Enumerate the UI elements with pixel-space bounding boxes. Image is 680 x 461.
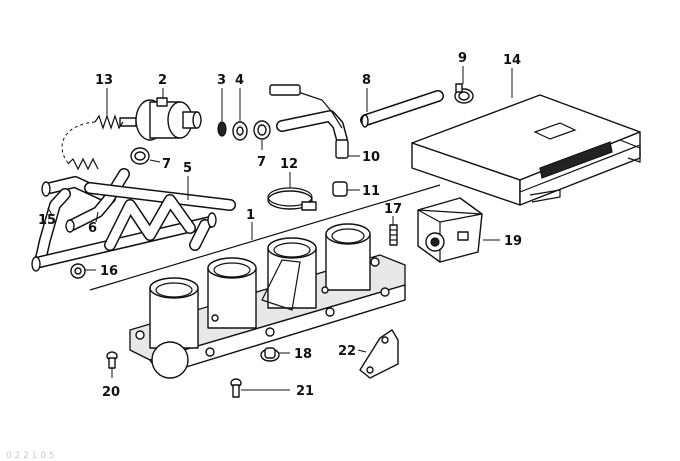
callout-6: 6 [88,221,97,236]
leader-lines [47,66,513,391]
hose-clamp-small [454,83,474,104]
callout-7-lower: 7 [162,157,171,172]
hose-clamp-bottom [70,263,86,279]
callout-19: 19 [504,234,522,249]
screw-bottom [230,378,242,398]
callout-22: 22 [338,344,356,359]
mounting-bracket [359,329,399,379]
callout-4: 4 [235,73,244,88]
spring-coil [61,114,124,166]
throttle-body-assembly [129,223,406,379]
hose-clamp-upper [253,120,271,140]
callout-16: 16 [100,264,118,279]
stud-bolt [389,224,398,246]
callout-8: 8 [362,73,371,88]
band-clamp [267,187,317,211]
callout-2: 2 [158,73,167,88]
callout-13: 13 [95,73,113,88]
callout-7-upper: 7 [257,155,266,170]
separator-line [89,184,441,291]
callout-10: 10 [362,150,380,165]
watermark-text: 0 2 2 1 0 5 [6,451,55,461]
callout-17: 17 [384,202,402,217]
throttle-bore-4 [325,223,371,291]
hose-clamp-lower [130,147,150,165]
seal-ring [232,121,248,141]
callout-5: 5 [183,161,192,176]
fuel-hose [360,90,444,128]
callout-15: 15 [38,213,56,228]
fuel-pressure-regulator [119,97,202,141]
sleeve-part [332,181,348,197]
throttle-bore-1 [149,277,199,379]
callout-14: 14 [503,53,521,68]
callout-1: 1 [246,208,255,223]
fuel-rail-hoses [31,157,236,272]
callout-labels: 13 2 3 4 8 9 14 7 7 5 10 12 11 1 6 15 17… [38,51,522,400]
screw-left [106,351,118,369]
fuel-line-pipe [269,84,349,159]
callout-9: 9 [458,51,467,66]
control-unit-ecu [411,94,641,206]
callout-12: 12 [280,157,298,172]
throttle-bore-3 [267,237,317,309]
callout-21: 21 [296,384,314,399]
callout-3: 3 [217,73,226,88]
throttle-position-sensor [417,197,483,263]
callout-18: 18 [294,347,312,362]
o-ring-seal [217,121,227,137]
plug-cap [260,347,280,362]
callout-11: 11 [362,184,380,199]
callout-20: 20 [102,385,120,400]
